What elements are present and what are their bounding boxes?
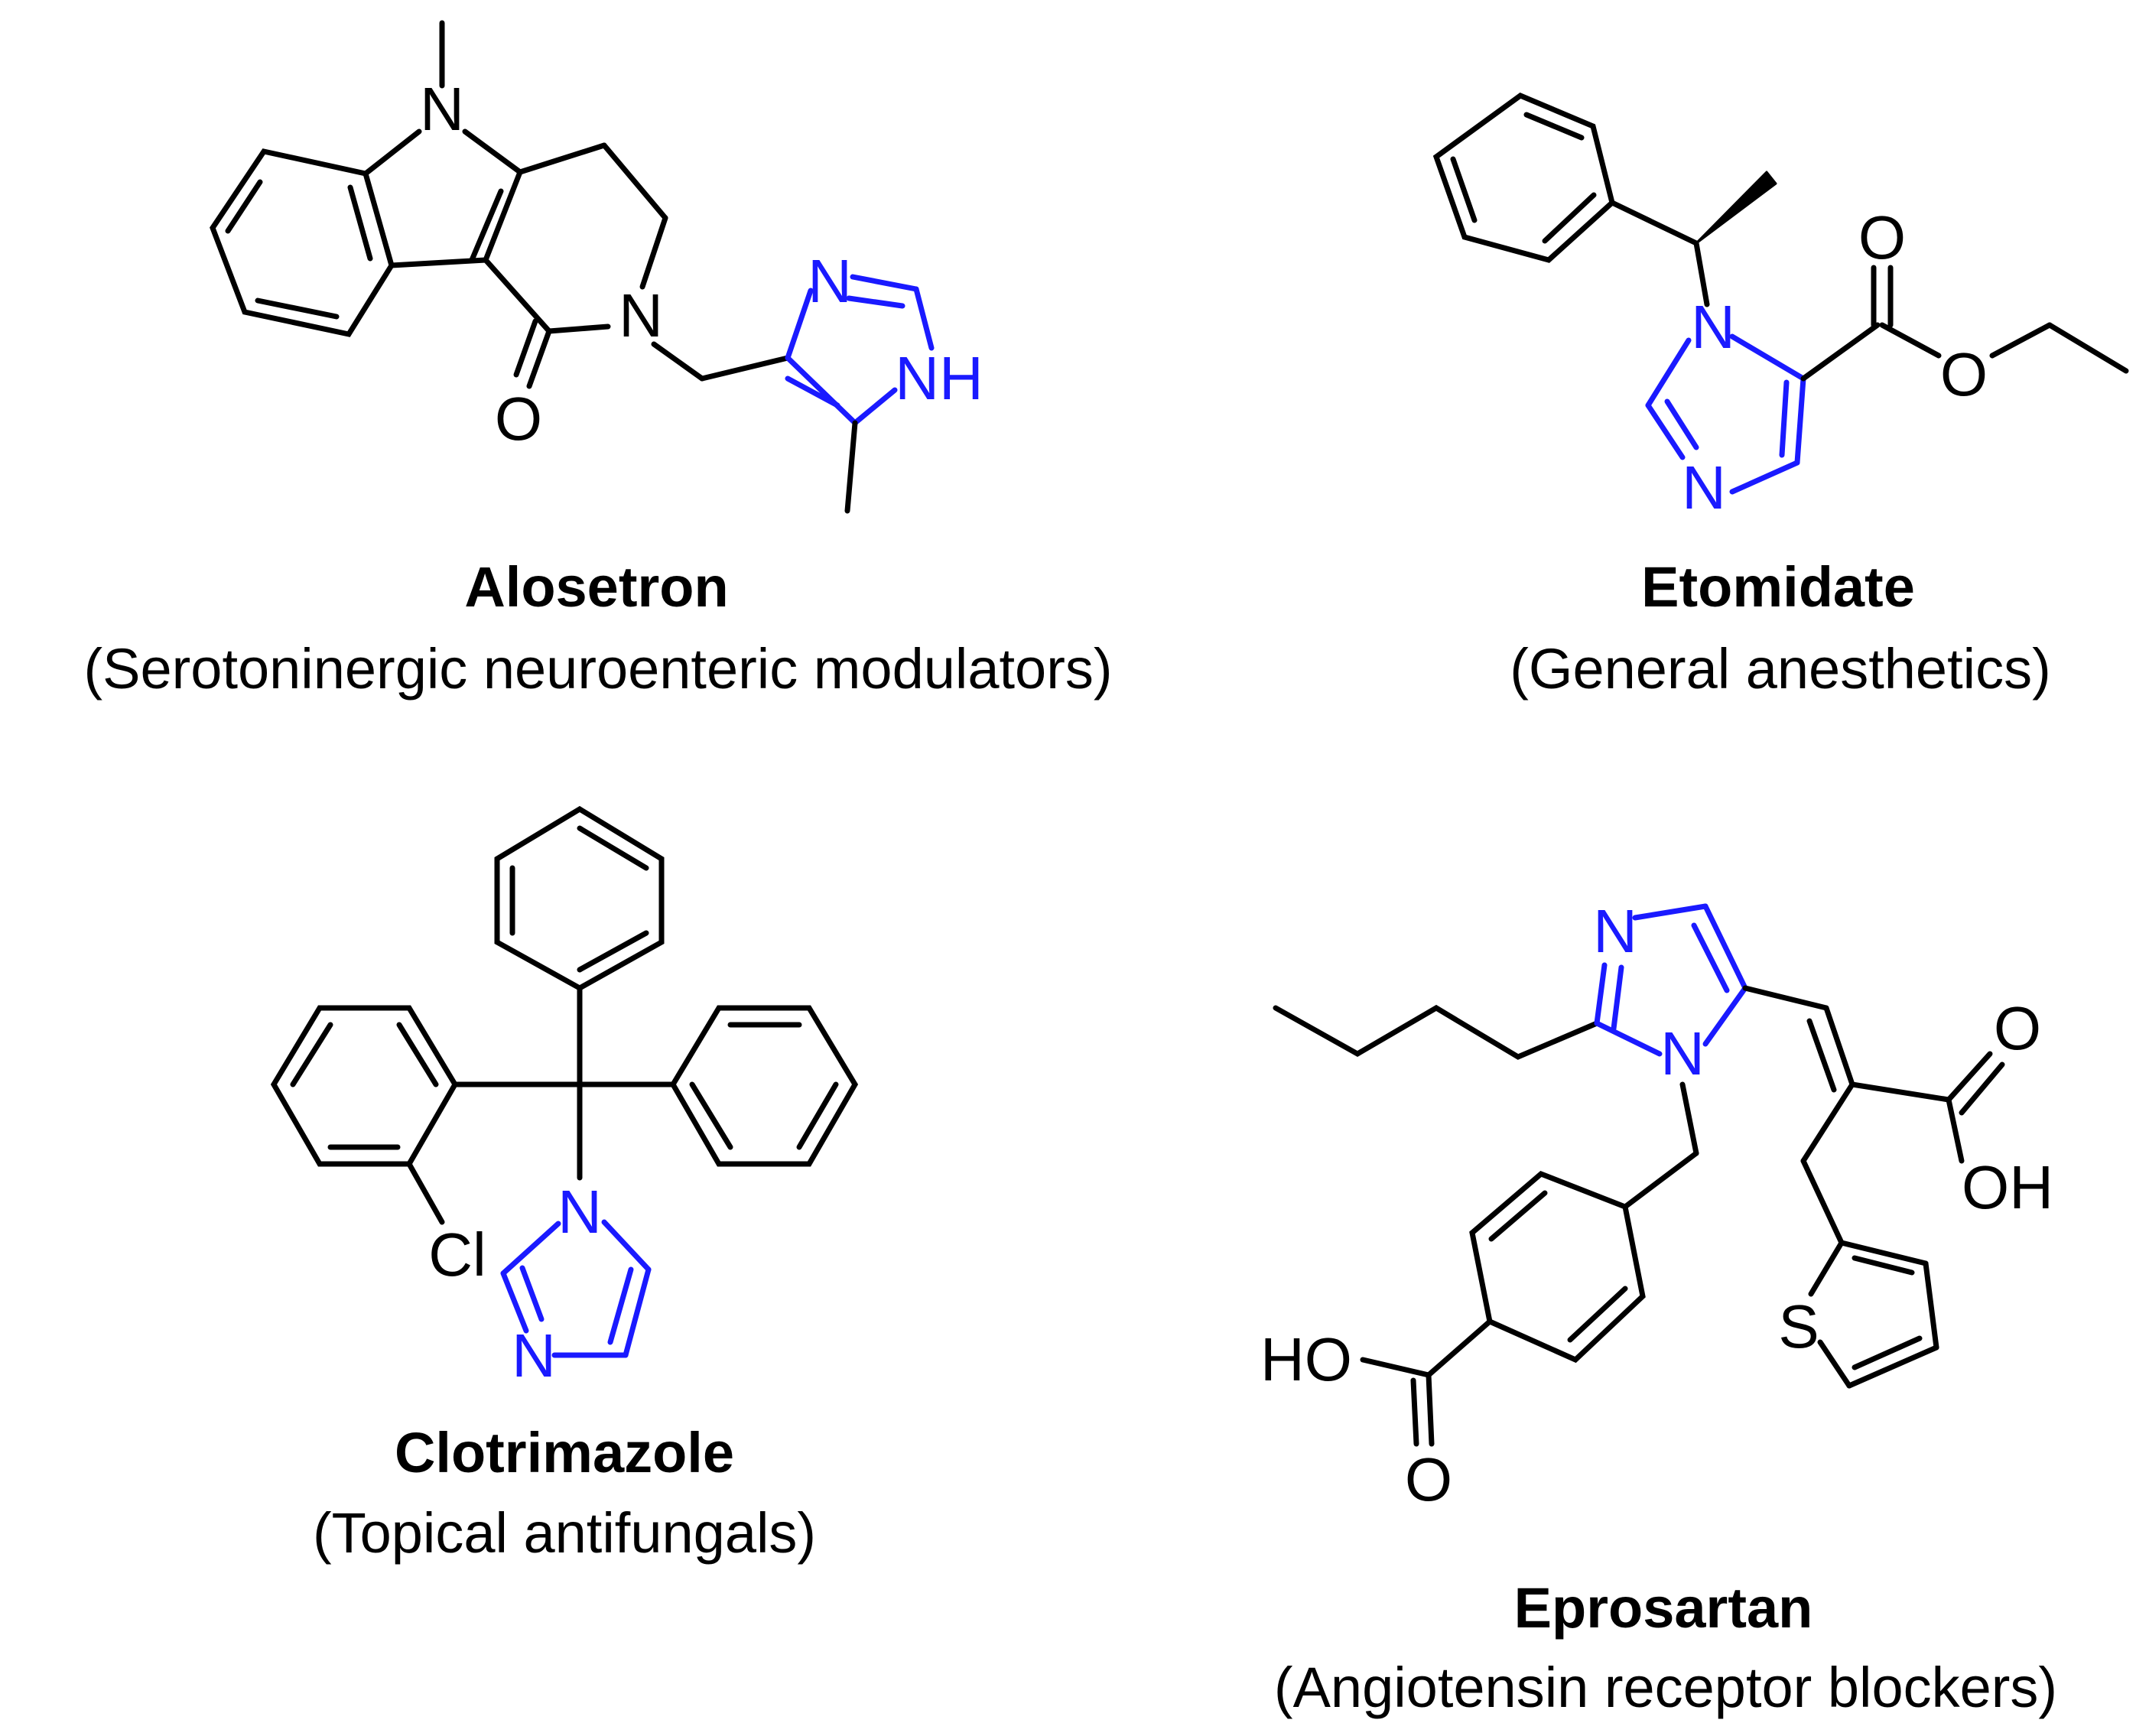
atom-label: O [1858, 203, 1906, 271]
atom-label: N [1682, 454, 1726, 522]
atom-label: Cl [428, 1221, 486, 1289]
clotrimazole-structure [270, 805, 859, 1358]
atom-label: N [558, 1178, 602, 1246]
eprosartan-class: (Angiotensin receptor blockers) [1274, 1656, 2057, 1719]
alosetron-structure [210, 20, 935, 514]
etomidate-class: (General anesthetics) [1510, 637, 2050, 701]
atom-label: O [1940, 340, 1988, 408]
atom-label: O [495, 385, 542, 453]
etomidate-structure [1432, 93, 2129, 495]
atom-label: HO [1260, 1325, 1352, 1393]
atom-label: O [1405, 1445, 1452, 1513]
eprosartan-name: Eprosartan [1514, 1576, 1813, 1640]
atom-label: N [420, 75, 464, 143]
atom-label: N [808, 247, 852, 315]
etomidate-name: Etomidate [1641, 555, 1915, 619]
atom-label: N [1593, 897, 1637, 965]
atom-label: OH [1962, 1153, 2053, 1221]
atom-label: N [512, 1322, 556, 1390]
atom-label: O [1994, 994, 2041, 1062]
atom-label: N [619, 281, 663, 349]
alosetron-name: Alosetron [464, 555, 728, 619]
eprosartan-structure [1273, 903, 2005, 1447]
atom-label: S [1778, 1292, 1819, 1361]
clotrimazole-name: Clotrimazole [395, 1421, 734, 1484]
atom-label: N [1660, 1019, 1705, 1087]
alosetron-class: (Serotoninergic neuroenteric modulators) [83, 637, 1112, 701]
atom-label: NH [895, 344, 983, 412]
atom-label: N [1691, 293, 1735, 361]
clotrimazole-class: (Topical antifungals) [313, 1501, 816, 1565]
